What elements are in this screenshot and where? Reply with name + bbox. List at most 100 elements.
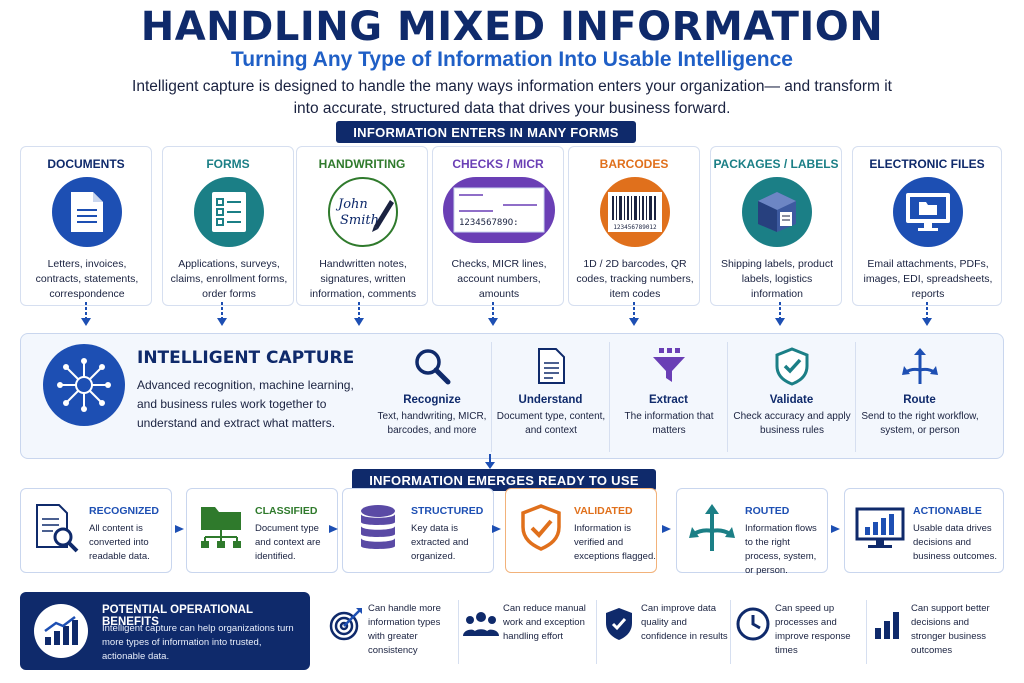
down-arrow-icon xyxy=(81,302,91,326)
handwriting-sample-last: Smith xyxy=(340,213,379,228)
benefit-item: Can reduce manual work and exception han… xyxy=(458,600,592,664)
outcome-desc: Key data is extracted and organized. xyxy=(411,523,469,562)
clock-icon xyxy=(736,607,770,641)
down-arrow-icon xyxy=(922,302,932,326)
route-arrows-icon xyxy=(689,504,735,551)
down-arrow-icon xyxy=(629,302,639,326)
source-title: BARCODES xyxy=(599,157,669,171)
step-title: Route xyxy=(903,394,936,406)
micr-line: 123456789O: xyxy=(459,218,519,228)
step-desc: Check accuracy and apply business rules xyxy=(733,411,851,436)
down-arrow-icon xyxy=(217,302,227,326)
step-title: Understand xyxy=(518,394,583,406)
source-card-electronic-files: ELECTRONIC FILES Email attachments, PDFs… xyxy=(852,146,1002,306)
right-arrow-icon xyxy=(662,525,671,533)
step-title: Extract xyxy=(649,394,688,406)
benefits-desc: Intelligent capture can help organizatio… xyxy=(102,623,294,662)
intelligent-capture-panel: INTELLIGENT CAPTURE Advanced recognition… xyxy=(20,333,1004,459)
source-desc: Applications, surveys, claims, enrollmen… xyxy=(170,258,288,300)
document-lines-icon xyxy=(538,348,565,384)
step-title: Validate xyxy=(769,394,814,406)
benefits-summary: POTENTIAL OPERATIONAL BENEFITS Intellige… xyxy=(20,592,310,670)
source-desc: Shipping labels, product labels, logisti… xyxy=(720,258,834,300)
step-understand: Understand Document type, content, and c… xyxy=(491,342,609,452)
benefit-item: Can speed up processes and improve respo… xyxy=(730,600,864,664)
bar-chart-icon xyxy=(875,612,899,639)
step-desc: Document type, content, and context xyxy=(496,411,606,436)
page-subtitle: Turning Any Type of Information Into Usa… xyxy=(231,48,793,71)
outcome-card-classified: CLASSIFIED Document type and context are… xyxy=(186,488,338,573)
sources-section-label: INFORMATION ENTERS IN MANY FORMS xyxy=(336,121,636,143)
source-card-barcodes: BARCODES 123456789012 1D / 2D barcodes, … xyxy=(568,146,700,306)
source-desc: Checks, MICR lines, account numbers, amo… xyxy=(451,258,547,300)
benefit-text: Can support better decisions and stronge… xyxy=(911,603,990,656)
outcome-card-recognized: RECOGNIZED All content is converted into… xyxy=(20,488,172,573)
neural-network-icon xyxy=(43,344,125,426)
document-magnifier-icon xyxy=(36,504,79,553)
document-icon xyxy=(52,177,122,247)
route-arrows-icon xyxy=(902,348,938,384)
checklist-form-icon xyxy=(194,177,264,247)
step-extract: Extract The information that matters xyxy=(609,342,727,452)
outcome-title: STRUCTURED xyxy=(411,505,484,517)
handwriting-pen-icon: John Smith xyxy=(328,177,398,247)
down-arrow-icon xyxy=(354,302,364,326)
right-arrow-icon xyxy=(492,525,501,533)
outcome-title: ACTIONABLE xyxy=(913,505,982,517)
down-arrow-icon xyxy=(488,302,498,326)
handwriting-sample-first: John xyxy=(335,197,368,212)
benefit-item: Can support better decisions and stronge… xyxy=(866,600,1000,664)
source-desc: Letters, invoices, contracts, statements… xyxy=(35,258,139,300)
right-arrow-icon xyxy=(329,525,338,533)
people-icon xyxy=(463,612,499,636)
computer-folder-icon xyxy=(893,177,963,247)
check-micr-icon: 123456789O: xyxy=(443,177,555,243)
source-title: DOCUMENTS xyxy=(47,157,125,171)
step-desc: Text, handwriting, MICR, barcodes, and m… xyxy=(377,411,487,436)
source-title: CHECKS / MICR xyxy=(452,157,544,171)
shield-check-icon xyxy=(606,608,632,640)
shield-check-icon xyxy=(521,504,561,551)
source-title: FORMS xyxy=(206,157,250,171)
intro-text: Intelligent capture is designed to handl… xyxy=(132,78,892,117)
barcode-icon: 123456789012 xyxy=(600,177,670,247)
outcome-title: VALIDATED xyxy=(574,505,633,517)
right-arrow-icon xyxy=(831,525,840,533)
sources-row: DOCUMENTS Letters, invoices, contracts, … xyxy=(20,134,1004,306)
benefit-text: Can speed up processes and improve respo… xyxy=(775,603,851,656)
package-icon xyxy=(742,177,812,247)
magnifier-icon xyxy=(415,349,451,385)
down-arrow-icon xyxy=(485,454,495,469)
barcode-number: 123456789012 xyxy=(613,224,657,231)
benefit-item: Can improve data quality and confidence … xyxy=(596,600,730,664)
benefit-text: Can reduce manual work and exception han… xyxy=(503,603,586,642)
benefits-title: POTENTIAL OPERATIONAL BENEFITS xyxy=(102,604,253,628)
outcome-card-validated: VALIDATED Information is verified and ex… xyxy=(505,488,657,573)
benefit-text: Can improve data quality and confidence … xyxy=(641,603,728,642)
outcome-title: RECOGNIZED xyxy=(89,505,160,517)
outcome-title: ROUTED xyxy=(745,505,790,517)
monitor-chart-icon xyxy=(855,507,905,548)
growth-chart-icon xyxy=(34,604,88,658)
source-card-packages: PACKAGES / LABELS Shipping labels, produ… xyxy=(710,146,842,306)
source-card-handwriting: HANDWRITING John Smith Handwritten notes… xyxy=(296,146,428,306)
outcome-desc: Information is verified and exceptions f… xyxy=(574,523,656,562)
right-arrow-icon xyxy=(175,525,184,533)
source-card-forms: FORMS Applications, surveys, claims, enr… xyxy=(162,146,294,306)
target-icon xyxy=(329,608,362,641)
step-title: Recognize xyxy=(403,394,461,406)
outcome-desc: Document type and context are identified… xyxy=(255,523,321,562)
shield-check-icon xyxy=(775,347,809,386)
source-desc: Handwritten notes, signatures, written i… xyxy=(309,258,417,300)
outcome-desc: Information flows to the right process, … xyxy=(745,523,817,576)
source-card-checks: CHECKS / MICR 123456789O: Checks, MICR l… xyxy=(432,146,564,306)
outcome-card-routed: ROUTED Information flows to the right pr… xyxy=(676,488,828,576)
outcome-title: CLASSIFIED xyxy=(255,505,318,517)
source-desc: Email attachments, PDFs, images, EDI, sp… xyxy=(863,258,993,300)
folder-tree-icon xyxy=(201,507,241,548)
down-arrow-icon xyxy=(775,302,785,326)
outcome-card-actionable: ACTIONABLE Usable data drives decisions … xyxy=(844,488,1004,573)
benefit-text: Can handle more information types with g… xyxy=(368,603,441,656)
outcome-desc: All content is converted into readable d… xyxy=(89,523,150,562)
